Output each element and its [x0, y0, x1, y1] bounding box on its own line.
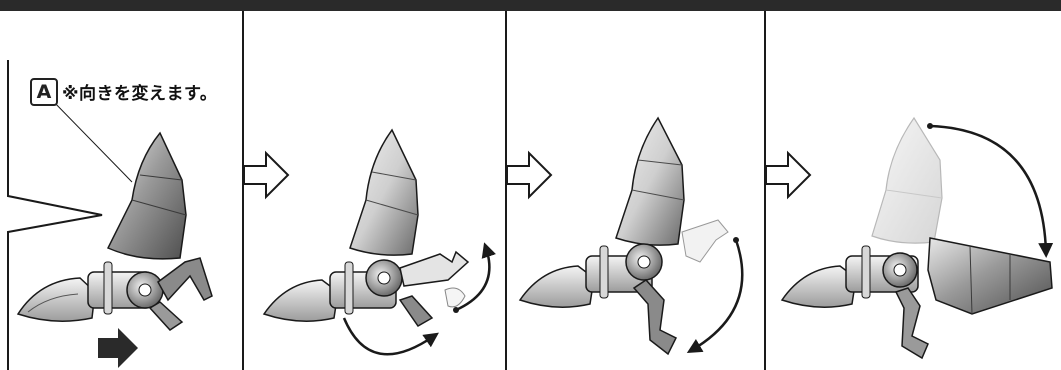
- slide-arrow-icon: [98, 328, 138, 368]
- step-3-model: [520, 118, 742, 354]
- step-4-model: [782, 118, 1052, 358]
- step-arrow-icon: [507, 153, 551, 197]
- step-2-model: [264, 130, 489, 354]
- part-label-badge: A: [30, 78, 58, 106]
- step-1-model: [18, 133, 212, 368]
- step-arrow-icon: [244, 153, 288, 197]
- callout-leader-line: [50, 98, 132, 182]
- zoom-callout-bracket: [8, 60, 102, 370]
- step-arrow-icon: [766, 153, 810, 197]
- part-note: ※向きを変えます。: [62, 79, 217, 104]
